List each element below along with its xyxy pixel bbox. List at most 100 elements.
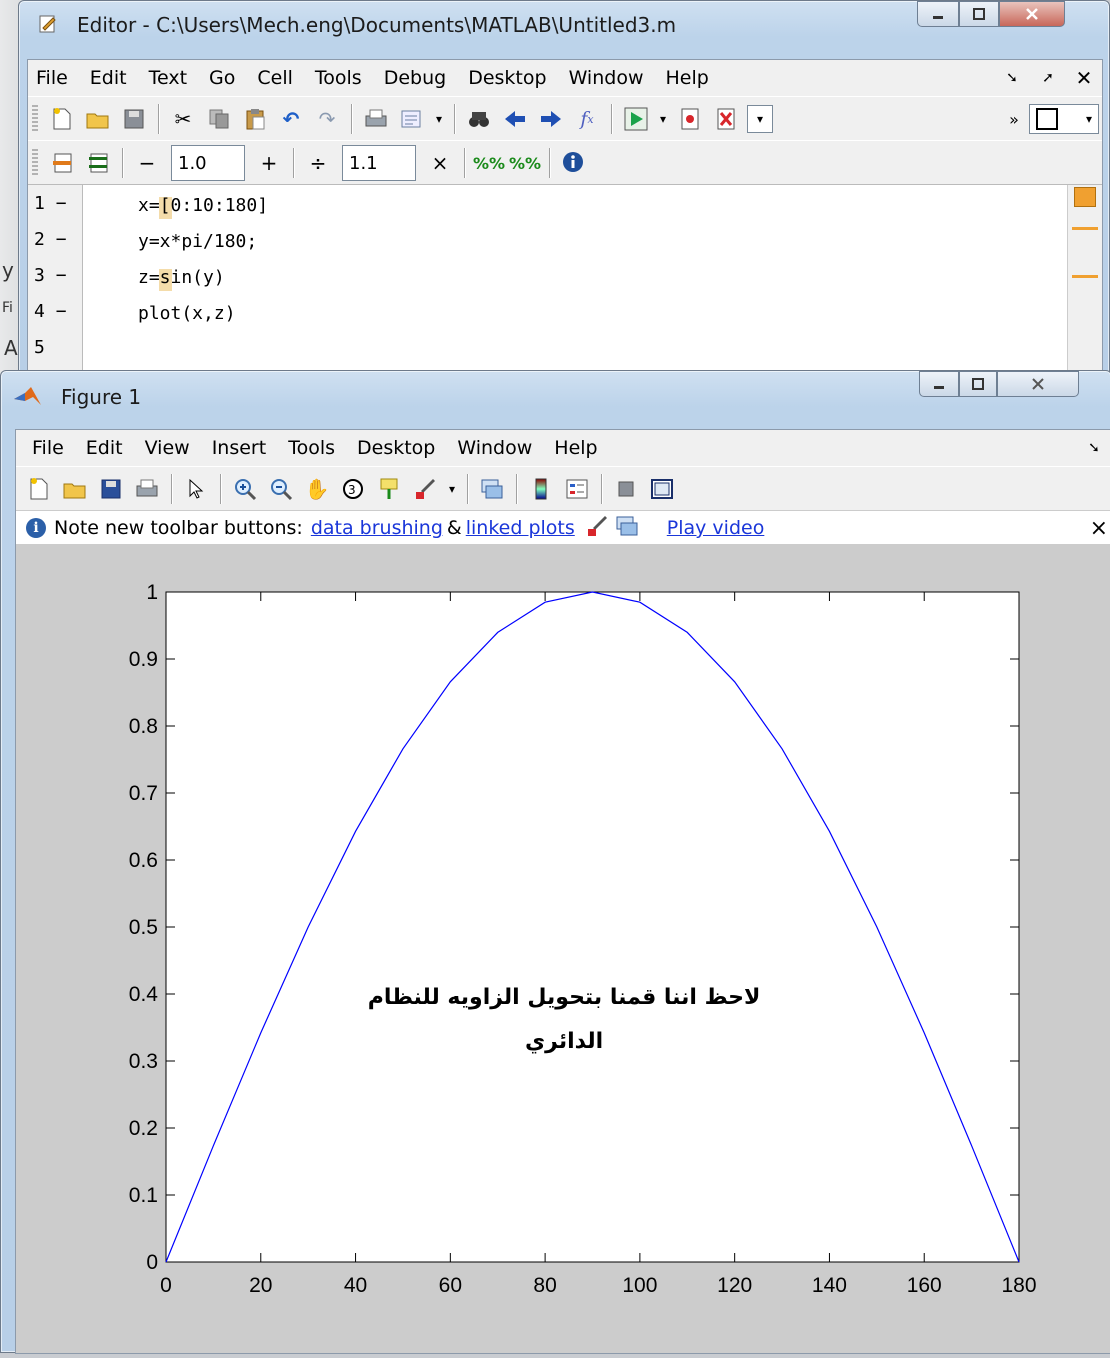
- code-line[interactable]: x=[0:10:180]: [138, 195, 269, 216]
- open-folder-icon[interactable]: [60, 474, 90, 504]
- maximize-button[interactable]: [959, 1, 999, 27]
- forward-arrow-icon[interactable]: [536, 104, 566, 134]
- dock-arrow-icon[interactable]: ➘: [1088, 440, 1100, 456]
- increment-button[interactable]: +: [260, 151, 278, 175]
- editor-titlebar[interactable]: Editor - C:\Users\Mech.eng\Documents\MAT…: [19, 1, 1109, 47]
- close-button[interactable]: [997, 371, 1079, 397]
- undo-icon[interactable]: ↶: [282, 107, 300, 131]
- decrement-value-field[interactable]: 1.0: [171, 145, 245, 181]
- undock-arrow-icon[interactable]: ➘: [1006, 70, 1018, 86]
- menu-text[interactable]: Text: [148, 67, 188, 89]
- stack-dropdown[interactable]: ▾: [747, 105, 773, 133]
- cut-icon[interactable]: ✂: [174, 107, 192, 131]
- code-line[interactable]: z=sin(y): [138, 267, 225, 288]
- menu-file[interactable]: File: [36, 67, 68, 89]
- y-tick-label: 0.4: [129, 983, 159, 1006]
- run-dropdown-icon[interactable]: ▾: [659, 112, 667, 126]
- menu-debug[interactable]: Debug: [383, 67, 447, 89]
- dock-layout-selector[interactable]: ▾: [1029, 104, 1099, 134]
- zoom-out-icon[interactable]: [266, 474, 296, 504]
- close-button[interactable]: [999, 1, 1065, 27]
- info-icon[interactable]: [559, 148, 589, 178]
- overflow-chevron-icon[interactable]: »: [1009, 109, 1019, 129]
- menu-window[interactable]: Window: [457, 437, 533, 459]
- open-folder-icon[interactable]: [83, 104, 113, 134]
- menu-cell[interactable]: Cell: [257, 67, 293, 89]
- save-icon[interactable]: [119, 104, 149, 134]
- code-line[interactable]: y=x*pi/180;: [138, 231, 258, 252]
- rotate-3d-icon[interactable]: 3: [338, 474, 368, 504]
- data-cursor-icon[interactable]: [374, 474, 404, 504]
- divide-button[interactable]: ÷: [309, 151, 327, 175]
- brush-dropdown-icon[interactable]: ▾: [448, 482, 456, 496]
- maximize-button[interactable]: [959, 371, 997, 397]
- menu-tools[interactable]: Tools: [314, 67, 362, 89]
- code-editor[interactable]: 1 − 2 − 3 − 4 − 5 x=[0:10:180] y=x*pi/18…: [28, 184, 1102, 375]
- dropdown-arrow-icon[interactable]: ▾: [435, 112, 443, 126]
- menu-desktop[interactable]: Desktop: [357, 437, 436, 459]
- run-icon[interactable]: [621, 104, 651, 134]
- show-plot-tools-icon[interactable]: [647, 474, 677, 504]
- menu-insert[interactable]: Insert: [211, 437, 267, 459]
- menu-window[interactable]: Window: [568, 67, 644, 89]
- multiply-button[interactable]: ×: [431, 151, 449, 175]
- save-icon[interactable]: [96, 474, 126, 504]
- new-file-icon[interactable]: [47, 104, 77, 134]
- menu-edit[interactable]: Edit: [85, 437, 123, 459]
- evaluate-advance-icon[interactable]: %%: [508, 153, 542, 173]
- linked-plots-link[interactable]: linked plots: [465, 517, 575, 539]
- warning-marker[interactable]: [1072, 275, 1098, 278]
- menu-file[interactable]: File: [32, 437, 64, 459]
- close-notice-button[interactable]: ×: [1089, 515, 1108, 541]
- publish-icon[interactable]: [397, 104, 427, 134]
- menu-view[interactable]: View: [144, 437, 190, 459]
- menu-go[interactable]: Go: [209, 67, 236, 89]
- link-plot-icon[interactable]: [477, 474, 507, 504]
- menu-edit[interactable]: Edit: [89, 67, 127, 89]
- figure-titlebar[interactable]: Figure 1: [1, 371, 1110, 417]
- legend-icon[interactable]: [562, 474, 592, 504]
- data-brushing-link[interactable]: data brushing: [310, 517, 443, 539]
- paste-icon[interactable]: [240, 104, 270, 134]
- find-binoculars-icon[interactable]: [464, 104, 494, 134]
- divide-value-field[interactable]: 1.1: [342, 145, 416, 181]
- dock-arrow-icon[interactable]: ➚: [1042, 70, 1054, 86]
- breakpoint-set-icon[interactable]: [675, 104, 705, 134]
- close-document-icon[interactable]: ✕: [1075, 66, 1093, 90]
- warning-marker[interactable]: [1072, 227, 1098, 230]
- print-icon[interactable]: [361, 104, 391, 134]
- back-arrow-icon[interactable]: [500, 104, 530, 134]
- menu-desktop[interactable]: Desktop: [468, 67, 547, 89]
- menu-tools[interactable]: Tools: [288, 437, 335, 459]
- insert-cell-divider-2-icon[interactable]: [83, 148, 113, 178]
- message-bar[interactable]: [1067, 185, 1102, 375]
- hide-plot-tools-icon[interactable]: [611, 474, 641, 504]
- decrement-button[interactable]: −: [138, 151, 156, 175]
- menu-help[interactable]: Help: [554, 437, 598, 459]
- figure-toolbar: ✋ 3 ▾: [16, 466, 1110, 511]
- copy-icon[interactable]: [204, 104, 234, 134]
- new-figure-icon[interactable]: [24, 474, 54, 504]
- colorbar-icon[interactable]: [526, 474, 556, 504]
- cell-toolbar: − 1.0 + ÷ 1.1 × %% %%: [28, 140, 1102, 185]
- redo-icon[interactable]: ↷: [318, 107, 336, 131]
- minimize-button[interactable]: [919, 371, 959, 397]
- zoom-in-icon[interactable]: [230, 474, 260, 504]
- y-tick-label: 0.9: [129, 648, 158, 671]
- minimize-icon: [934, 386, 944, 389]
- pan-hand-icon[interactable]: ✋: [304, 477, 330, 501]
- evaluate-cell-icon[interactable]: %%: [472, 153, 506, 173]
- breakpoint-clear-icon[interactable]: [711, 104, 741, 134]
- print-icon[interactable]: [132, 474, 162, 504]
- brush-icon[interactable]: [410, 474, 440, 504]
- play-video-link[interactable]: Play video: [666, 517, 765, 539]
- select-arrow-icon[interactable]: [181, 474, 211, 504]
- code-line[interactable]: plot(x,z): [138, 303, 236, 324]
- minimize-button[interactable]: [917, 1, 959, 27]
- insert-cell-divider-icon[interactable]: [47, 148, 77, 178]
- menu-help[interactable]: Help: [665, 67, 709, 89]
- warning-indicator[interactable]: [1074, 187, 1096, 207]
